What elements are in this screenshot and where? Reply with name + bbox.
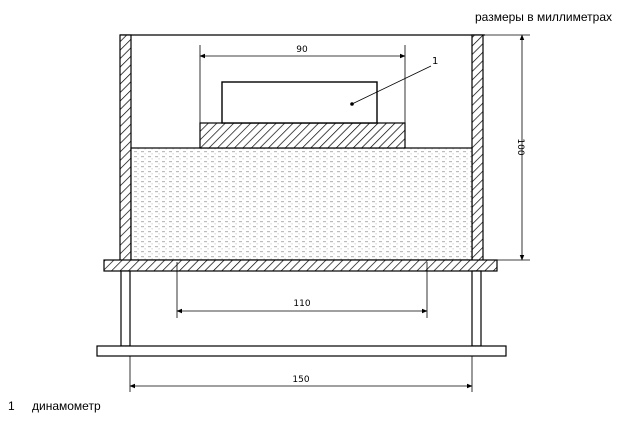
dynamometer-block: [221, 81, 378, 124]
sample-body: [130, 147, 473, 261]
dimension-90-label: 90: [296, 45, 308, 55]
left-wall: [119, 34, 132, 262]
dimension-100-label: 100: [515, 138, 525, 155]
right-wall: [471, 34, 484, 262]
left-leg: [120, 270, 131, 347]
flange-plate: [103, 259, 498, 272]
legend: 1 динамометр: [8, 399, 101, 413]
legend-item-number: 1: [8, 399, 15, 413]
units-note: размеры в миллиметрах: [474, 10, 612, 24]
right-leg: [471, 270, 482, 347]
base-plate: [96, 345, 507, 357]
pressure-plate: [199, 122, 406, 149]
callout-leader: [351, 65, 432, 105]
legend-item-label: динамометр: [32, 399, 101, 413]
callout-dot: [350, 102, 354, 106]
dimension-110-label: 110: [293, 299, 310, 309]
callout-number: 1: [432, 56, 438, 67]
dimension-150-label: 150: [292, 375, 309, 385]
